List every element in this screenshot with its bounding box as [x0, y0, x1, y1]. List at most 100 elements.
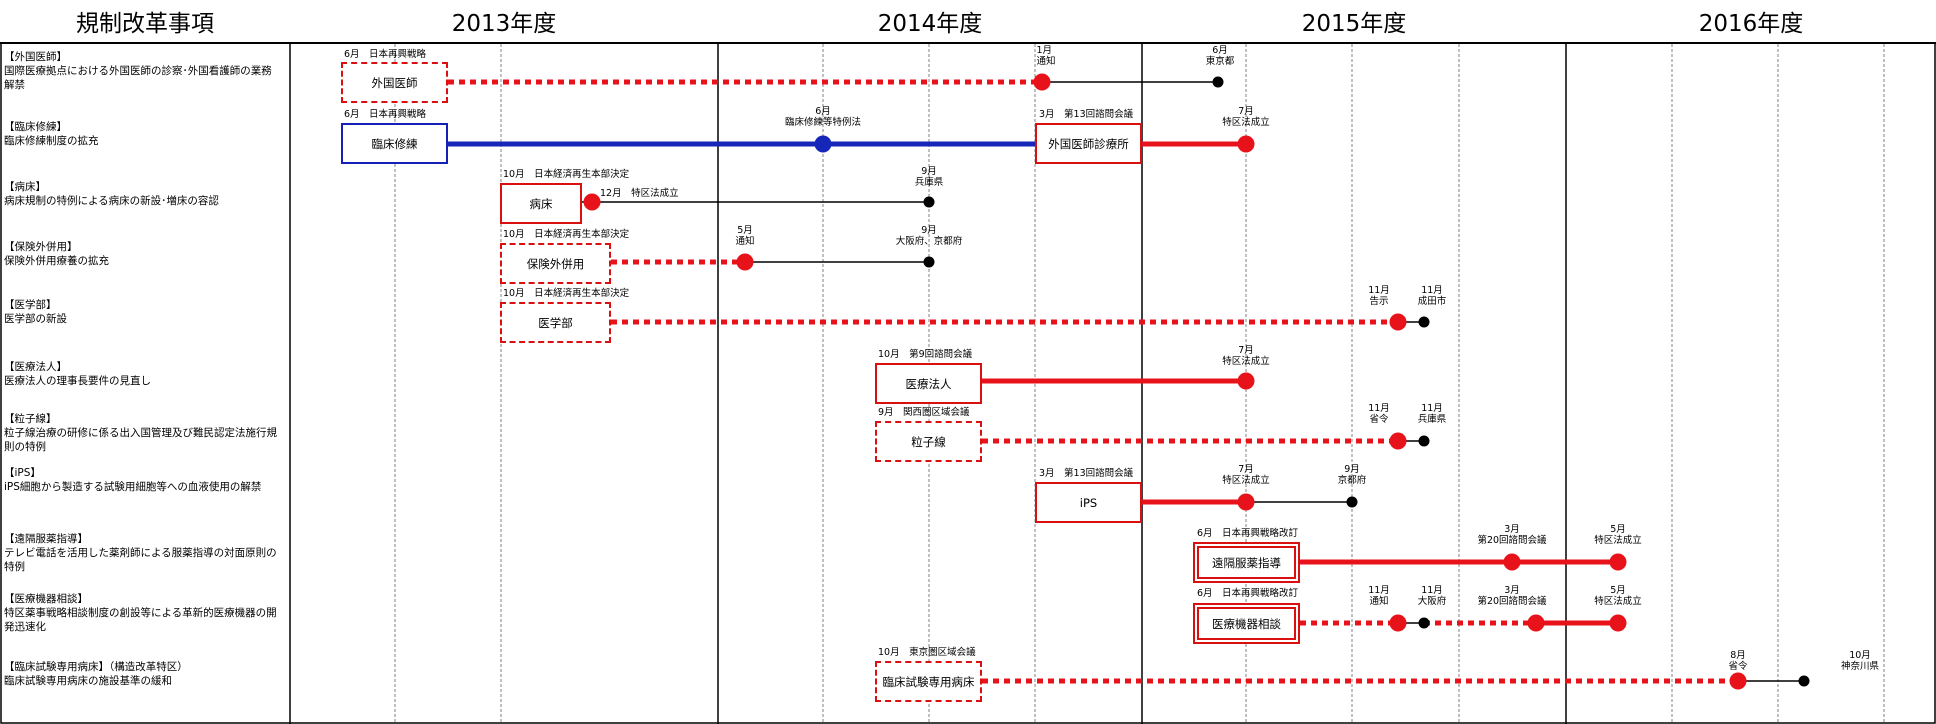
box-particle-beam: 粒子線	[875, 421, 982, 462]
annotation: 1月 通知	[1036, 45, 1056, 67]
box-foreign-doctor: 外国医師	[341, 62, 448, 103]
row-desc: 臨床修練制度の拡充	[4, 135, 99, 147]
row-desc: 保険外併用療養の拡充	[4, 255, 109, 267]
row-label-particle-beam: 【粒子線】 粒子線治療の研修に係る出入国管理及び難民認定法施行規則の特例	[4, 412, 284, 454]
event-council-dot	[1527, 614, 1545, 632]
row-title: 【遠隔服薬指導】	[4, 533, 88, 545]
row-label-clinical-training: 【臨床修練】 臨床修練制度の拡充	[4, 120, 284, 148]
event-kanagawa-dot	[1798, 675, 1810, 687]
row-desc: 臨床試験専用病床の施設基準の緩和	[4, 675, 172, 687]
annotation: 3月 第13回諮問会議	[1039, 468, 1134, 479]
annotation: 9月 兵庫県	[914, 166, 944, 188]
annotation: 9月 大阪府、京都府	[895, 225, 963, 247]
row-title: 【臨床試験専用病床】（構造改革特区）	[4, 661, 188, 673]
header-year-2014: 2014年度	[718, 0, 1142, 44]
event-notice-dot	[736, 253, 754, 271]
event-council-dot	[1503, 553, 1521, 571]
box-hospital-beds: 病床	[500, 183, 582, 224]
annotation: 11月 告示	[1368, 285, 1390, 307]
row-desc: 病床規制の特例による病床の新設･増床の容認	[4, 195, 219, 207]
box-clinical-training: 臨床修練	[341, 123, 448, 164]
event-special-law-dot	[814, 135, 832, 153]
row-label-medical-device: 【医療機器相談】 特区薬事戦略相談制度の創設等による革新的医療機器の開発迅速化	[4, 592, 284, 634]
annotation: 7月 特区法成立	[1222, 106, 1270, 128]
row-title: 【臨床修練】	[4, 121, 67, 133]
event-notice-dot	[1033, 73, 1051, 91]
box-clinical-trial-beds: 臨床試験専用病床	[875, 661, 982, 702]
event-osaka-dot	[923, 256, 935, 268]
row-desc: iPS細胞から製造する試験用細胞等への血液使用の解禁	[4, 481, 262, 493]
annotation: 11月 成田市	[1417, 285, 1447, 307]
annotation: 5月 特区法成立	[1594, 585, 1642, 607]
box-remote-medication: 遠隔服薬指導	[1193, 542, 1300, 583]
row-title: 【医療機器相談】	[4, 593, 88, 605]
row-label-medical-school: 【医学部】 医学部の新設	[4, 298, 284, 326]
row-desc: 国際医療拠点における外国医師の診察･外国看護師の業務解禁	[4, 65, 272, 91]
header-year-2016: 2016年度	[1566, 0, 1936, 44]
event-law-enacted-dot	[1609, 614, 1627, 632]
box-foreign-doctor-clinic: 外国医師診療所	[1035, 123, 1142, 164]
annotation: 3月 第13回諮問会議	[1039, 109, 1134, 120]
event-law-enacted-dot	[1609, 553, 1627, 571]
row-label-clinical-trial-beds: 【臨床試験専用病床】（構造改革特区） 臨床試験専用病床の施設基準の緩和	[4, 660, 284, 688]
row-title: 【医学部】	[4, 299, 57, 311]
annotation: 3月 第20回諮問会議	[1477, 524, 1547, 546]
box-ips: iPS	[1035, 482, 1142, 523]
header-item-column: 規制改革事項	[0, 0, 290, 44]
row-title: 【保険外併用】	[4, 241, 78, 253]
annotation: 6月 日本再興戦略改訂	[1197, 588, 1299, 599]
annotation: 10月 第9回諮問会議	[878, 349, 973, 360]
row-label-foreign-doctor: 【外国医師】 国際医療拠点における外国医師の診察･外国看護師の業務解禁	[4, 50, 284, 92]
annotation: 6月 日本再興戦略改訂	[1197, 528, 1299, 539]
row-title: 【iPS】	[4, 467, 41, 479]
event-notice-dot	[1389, 614, 1407, 632]
event-hyogo-dot	[923, 196, 935, 208]
annotation: 10月 日本経済再生本部決定	[503, 169, 630, 180]
event-tokyo-dot	[1212, 76, 1224, 88]
annotation: 5月 通知	[735, 225, 755, 247]
row-desc: 医療法人の理事長要件の見直し	[4, 375, 151, 387]
row-label-hospital-beds: 【病床】 病床規制の特例による病床の新設･増床の容認	[4, 180, 284, 208]
annotation: 7月 特区法成立	[1222, 345, 1270, 367]
annotation: 6月 日本再興戦略	[344, 49, 427, 60]
event-ordinance-dot	[1389, 432, 1407, 450]
annotation: 7月 特区法成立	[1222, 464, 1270, 486]
event-hyogo-dot	[1418, 435, 1430, 447]
row-title: 【外国医師】	[4, 51, 67, 63]
event-narita-dot	[1418, 316, 1430, 328]
row-desc: 医学部の新設	[4, 313, 67, 325]
annotation: 3月 第20回諮問会議	[1477, 585, 1547, 607]
annotation: 10月 日本経済再生本部決定	[503, 288, 630, 299]
row-label-ips: 【iPS】 iPS細胞から製造する試験用細胞等への血液使用の解禁	[4, 466, 284, 494]
header-year-2013: 2013年度	[290, 0, 718, 44]
annotation: 10月 東京圏区域会議	[878, 647, 976, 658]
event-law-enacted-dot	[1237, 135, 1255, 153]
annotation: 8月 省令	[1728, 650, 1748, 672]
box-mixed-care: 保険外併用	[500, 243, 611, 284]
annotation: 12月 特区法成立	[600, 188, 679, 199]
box-medical-school: 医学部	[500, 302, 611, 343]
row-desc: 粒子線治療の研修に係る出入国管理及び難民認定法施行規則の特例	[4, 427, 277, 453]
row-desc: テレビ電話を活用した薬剤師による服薬指導の対面原則の特例	[4, 547, 277, 573]
annotation: 5月 特区法成立	[1594, 524, 1642, 546]
event-law-enacted-dot	[1237, 493, 1255, 511]
annotation: 11月 省令	[1368, 403, 1390, 425]
annotation: 10月 日本経済再生本部決定	[503, 229, 630, 240]
event-osaka-dot	[1418, 617, 1430, 629]
row-title: 【病床】	[4, 181, 46, 193]
box-medical-corporation: 医療法人	[875, 363, 982, 404]
row-desc: 特区薬事戦略相談制度の創設等による革新的医療機器の開発迅速化	[4, 607, 277, 633]
box-medical-device: 医療機器相談	[1193, 603, 1300, 644]
annotation: 6月 東京都	[1205, 45, 1235, 67]
annotation: 11月 通知	[1368, 585, 1390, 607]
event-kyoto-dot	[1346, 496, 1358, 508]
row-label-remote-medication: 【遠隔服薬指導】 テレビ電話を活用した薬剤師による服薬指導の対面原則の特例	[4, 532, 284, 574]
row-title: 【医療法人】	[4, 361, 67, 373]
header-year-2015: 2015年度	[1142, 0, 1566, 44]
annotation: 11月 大阪府	[1417, 585, 1447, 607]
event-ordinance-dot	[1729, 672, 1747, 690]
event-law-enacted-dot	[1237, 372, 1255, 390]
annotation: 11月 兵庫県	[1417, 403, 1447, 425]
